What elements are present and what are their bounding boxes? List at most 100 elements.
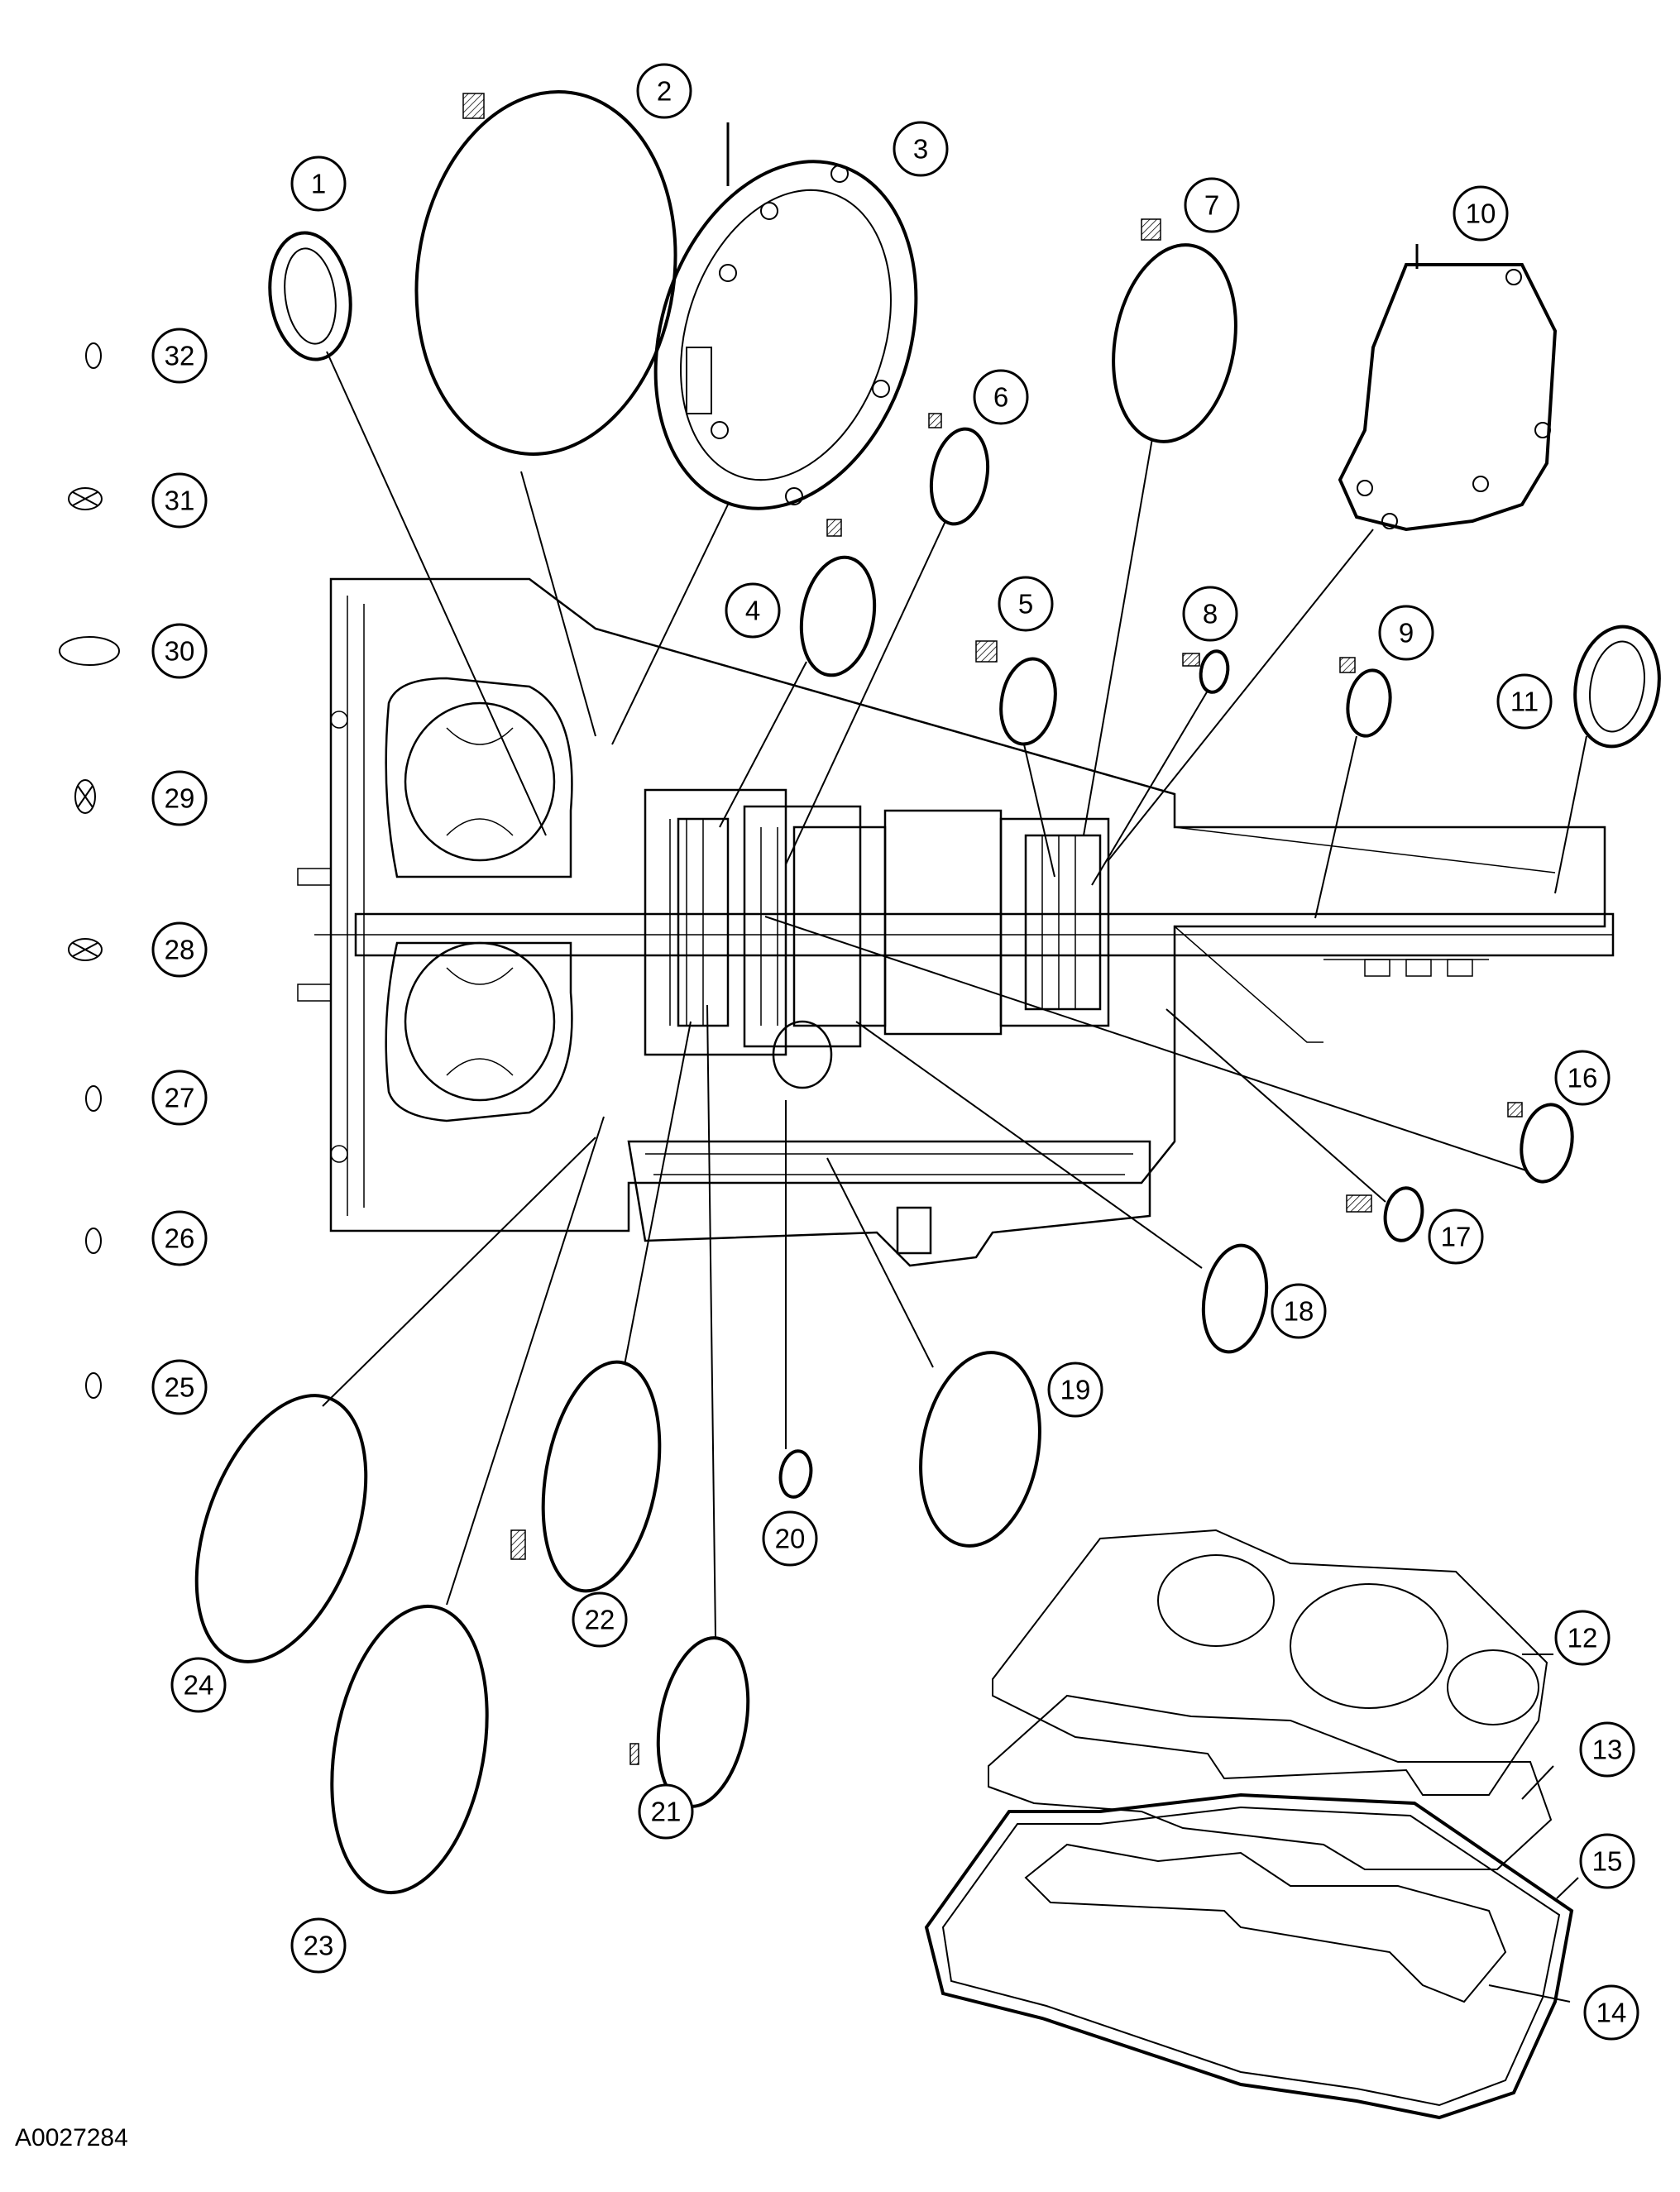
- callout-label: 6: [993, 382, 1008, 413]
- ring-24: [194, 1394, 368, 1663]
- hatch-symbol-icon: [1346, 1194, 1372, 1213]
- hatch-symbol-icon: [826, 519, 842, 537]
- callout-27: 27: [151, 1070, 208, 1126]
- o-ring-32-icon: [85, 342, 102, 369]
- callout-label: 18: [1284, 1296, 1314, 1327]
- callout-label: 16: [1568, 1063, 1598, 1094]
- callout-label: 24: [184, 1670, 214, 1701]
- hatch-symbol-icon: [975, 640, 998, 663]
- callout-22: 22: [572, 1591, 628, 1648]
- callout-14: 14: [1583, 1984, 1639, 2041]
- callout-5: 5: [998, 576, 1054, 632]
- valve-body-gasket-lower: [1024, 1843, 1507, 2003]
- ring-23: [330, 1604, 489, 1895]
- leader-lines: [322, 351, 1587, 2003]
- pump-o-ring: [414, 90, 677, 456]
- seal-17: [1383, 1186, 1424, 1242]
- callout-label: 5: [1018, 589, 1033, 620]
- callout-20: 20: [762, 1510, 818, 1567]
- callout-label: 10: [1466, 199, 1496, 229]
- callout-26: 26: [151, 1210, 208, 1266]
- valve-body-gasket-upper: [992, 1529, 1548, 1796]
- callout-23: 23: [290, 1917, 347, 1974]
- callout-label: 22: [585, 1605, 615, 1635]
- seal-ring-4: [799, 555, 877, 677]
- callout-label: 31: [165, 486, 195, 516]
- hatch-symbol-icon: [1339, 657, 1356, 673]
- callout-21: 21: [638, 1783, 694, 1840]
- callout-12: 12: [1554, 1610, 1611, 1666]
- callout-label: 8: [1203, 599, 1218, 629]
- callout-6: 6: [973, 369, 1029, 425]
- extension-housing-rear-seal: [1573, 625, 1661, 749]
- o-ring-26-icon: [85, 1228, 102, 1254]
- hatch-symbol-icon: [629, 1743, 639, 1765]
- o-ring-31-icon: [68, 487, 103, 510]
- callout-29: 29: [151, 770, 208, 826]
- callout-label: 30: [165, 636, 195, 667]
- callout-label: 9: [1399, 618, 1414, 649]
- callout-25: 25: [151, 1359, 208, 1415]
- seal-8: [1199, 649, 1230, 694]
- callout-8: 8: [1182, 586, 1238, 642]
- callout-label: 26: [165, 1223, 195, 1254]
- hatch-symbol-icon: [1182, 653, 1200, 667]
- callout-label: 3: [913, 134, 928, 165]
- o-ring-30-icon: [59, 636, 120, 666]
- callout-4: 4: [725, 582, 781, 639]
- callout-label: 23: [304, 1931, 334, 1961]
- pump-gasket: [653, 160, 918, 510]
- callout-label: 7: [1204, 190, 1219, 221]
- seal-16: [1520, 1103, 1574, 1184]
- seal-ring-18: [1201, 1243, 1269, 1354]
- callout-label: 4: [745, 596, 760, 626]
- o-ring-27-icon: [85, 1085, 102, 1112]
- hatch-symbol-icon: [510, 1529, 526, 1560]
- callout-28: 28: [151, 921, 208, 978]
- callout-label: 20: [775, 1524, 806, 1554]
- callout-1: 1: [290, 156, 347, 212]
- callout-17: 17: [1428, 1208, 1484, 1265]
- callout-label: 25: [165, 1372, 195, 1403]
- callout-label: 2: [657, 76, 672, 107]
- callout-label: 15: [1592, 1846, 1623, 1877]
- callout-label: 32: [165, 341, 195, 371]
- separator-plate: [988, 1694, 1553, 1870]
- callout-label: 27: [165, 1083, 195, 1113]
- callout-9: 9: [1378, 605, 1434, 661]
- callout-13: 13: [1579, 1721, 1635, 1778]
- o-ring-25-icon: [85, 1372, 102, 1399]
- callout-11: 11: [1496, 673, 1553, 730]
- callout-label: 28: [165, 935, 195, 965]
- callout-32: 32: [151, 328, 208, 384]
- callout-19: 19: [1047, 1362, 1103, 1418]
- callout-label: 29: [165, 783, 195, 814]
- callout-2: 2: [636, 63, 692, 119]
- hatch-symbol-icon: [1141, 218, 1161, 241]
- callout-label: 12: [1568, 1623, 1598, 1654]
- callout-31: 31: [151, 472, 208, 529]
- callout-15: 15: [1579, 1833, 1635, 1889]
- o-ring-29-icon: [74, 779, 96, 814]
- seal-5: [999, 657, 1057, 746]
- figure-reference-code: A0027284: [15, 2124, 128, 2151]
- ring-19: [919, 1351, 1041, 1548]
- callout-label: 1: [311, 169, 326, 199]
- callout-label: 19: [1060, 1375, 1091, 1405]
- callout-label: 13: [1592, 1735, 1623, 1765]
- oil-pan-gasket: [924, 1792, 1574, 2120]
- callout-7: 7: [1184, 177, 1240, 233]
- callout-18: 18: [1271, 1283, 1327, 1339]
- callout-3: 3: [893, 121, 949, 177]
- seal-9: [1346, 668, 1392, 738]
- extension-housing-gasket: [1338, 263, 1558, 532]
- ring-22: [541, 1360, 662, 1593]
- callout-label: 17: [1441, 1222, 1472, 1252]
- seal-ring-6: [929, 427, 990, 526]
- hatch-symbol-icon: [928, 413, 942, 428]
- hatch-symbol-icon: [1507, 1102, 1523, 1118]
- transmission-cross-section: [297, 577, 1615, 1267]
- front-pump-seal: [268, 231, 352, 361]
- callout-16: 16: [1554, 1050, 1611, 1106]
